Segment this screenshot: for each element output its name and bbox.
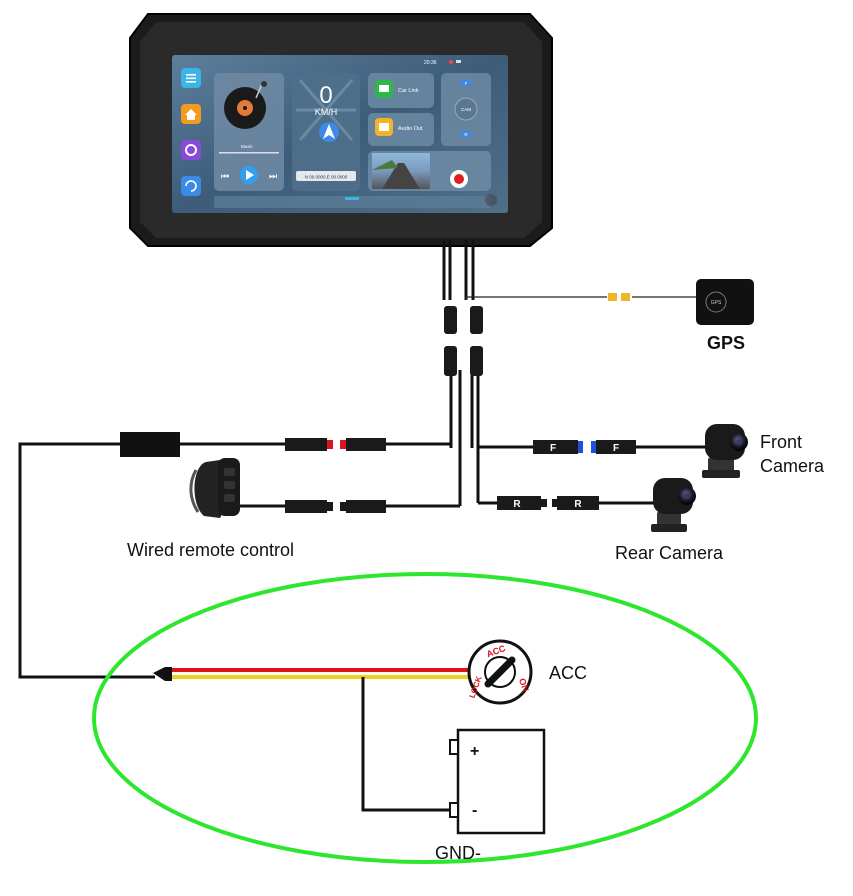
front-camera-connectors: F F	[533, 440, 636, 454]
speed-value: 0	[319, 82, 332, 109]
battery: + -	[449, 728, 546, 835]
acc-label: ACC	[549, 663, 588, 683]
rear-camera-connectors: R R	[497, 496, 599, 510]
audio-out-label: Audio Out	[398, 126, 423, 132]
gps-module-text: GPS	[711, 300, 722, 306]
gps-module: GPS	[696, 279, 754, 325]
power-zone-ellipse	[92, 572, 758, 864]
gnd-label: GND-	[435, 843, 481, 863]
wires	[18, 240, 712, 812]
rear-connector-tag-1: R	[513, 499, 521, 510]
next-icon[interactable]: ⏭	[269, 171, 277, 181]
rear-camera-label: Rear Camera	[615, 543, 724, 563]
ignition-on: ON	[517, 677, 531, 693]
rear-camera	[651, 478, 696, 532]
back-icon[interactable]	[181, 176, 201, 196]
battery-minus: -	[472, 802, 477, 819]
page-indicator	[345, 197, 359, 200]
ignition-switch: ACC ON LOCK	[467, 639, 533, 705]
camera-f-tag: F	[465, 81, 468, 86]
gps-wire	[465, 296, 696, 300]
wired-remote-label: Wired remote control	[127, 540, 295, 560]
wifi-icon	[449, 60, 453, 64]
gps-label: GPS	[707, 333, 746, 353]
wire-end-connector	[153, 667, 172, 681]
front-connector-tag-2: F	[613, 443, 619, 454]
gps-connector-left	[608, 293, 617, 301]
wired-remote-control	[189, 458, 240, 518]
signal-icon	[456, 60, 461, 63]
car-link-label: Car Link	[398, 88, 419, 94]
remote-connectors	[285, 500, 386, 513]
settings-icon[interactable]	[181, 140, 201, 160]
front-camera	[702, 424, 748, 478]
screen-clock: 20:36	[424, 60, 437, 66]
front-connector-tag-1: F	[550, 443, 556, 454]
camera-center-label: CAM	[461, 107, 471, 112]
harness-connectors	[444, 306, 483, 376]
rear-connector-tag-2: R	[574, 499, 582, 510]
music-label: Music	[241, 144, 254, 149]
power-connectors	[120, 432, 386, 457]
gps-coordinates: N 00.0000,E 00.0000	[305, 175, 348, 180]
front-camera-label-line2: Camera	[760, 456, 825, 476]
speed-unit: KM/H	[315, 107, 338, 117]
head-unit: 20:36 Music ⏮ ⏭ 0 KM/H N 00.0000,E 00.	[129, 13, 553, 247]
camera-r-tag: R	[464, 132, 468, 137]
gps-connector-right	[621, 293, 630, 301]
battery-plus: +	[470, 743, 479, 760]
front-camera-label-line1: Front	[760, 432, 803, 452]
prev-icon[interactable]: ⏮	[221, 171, 229, 181]
